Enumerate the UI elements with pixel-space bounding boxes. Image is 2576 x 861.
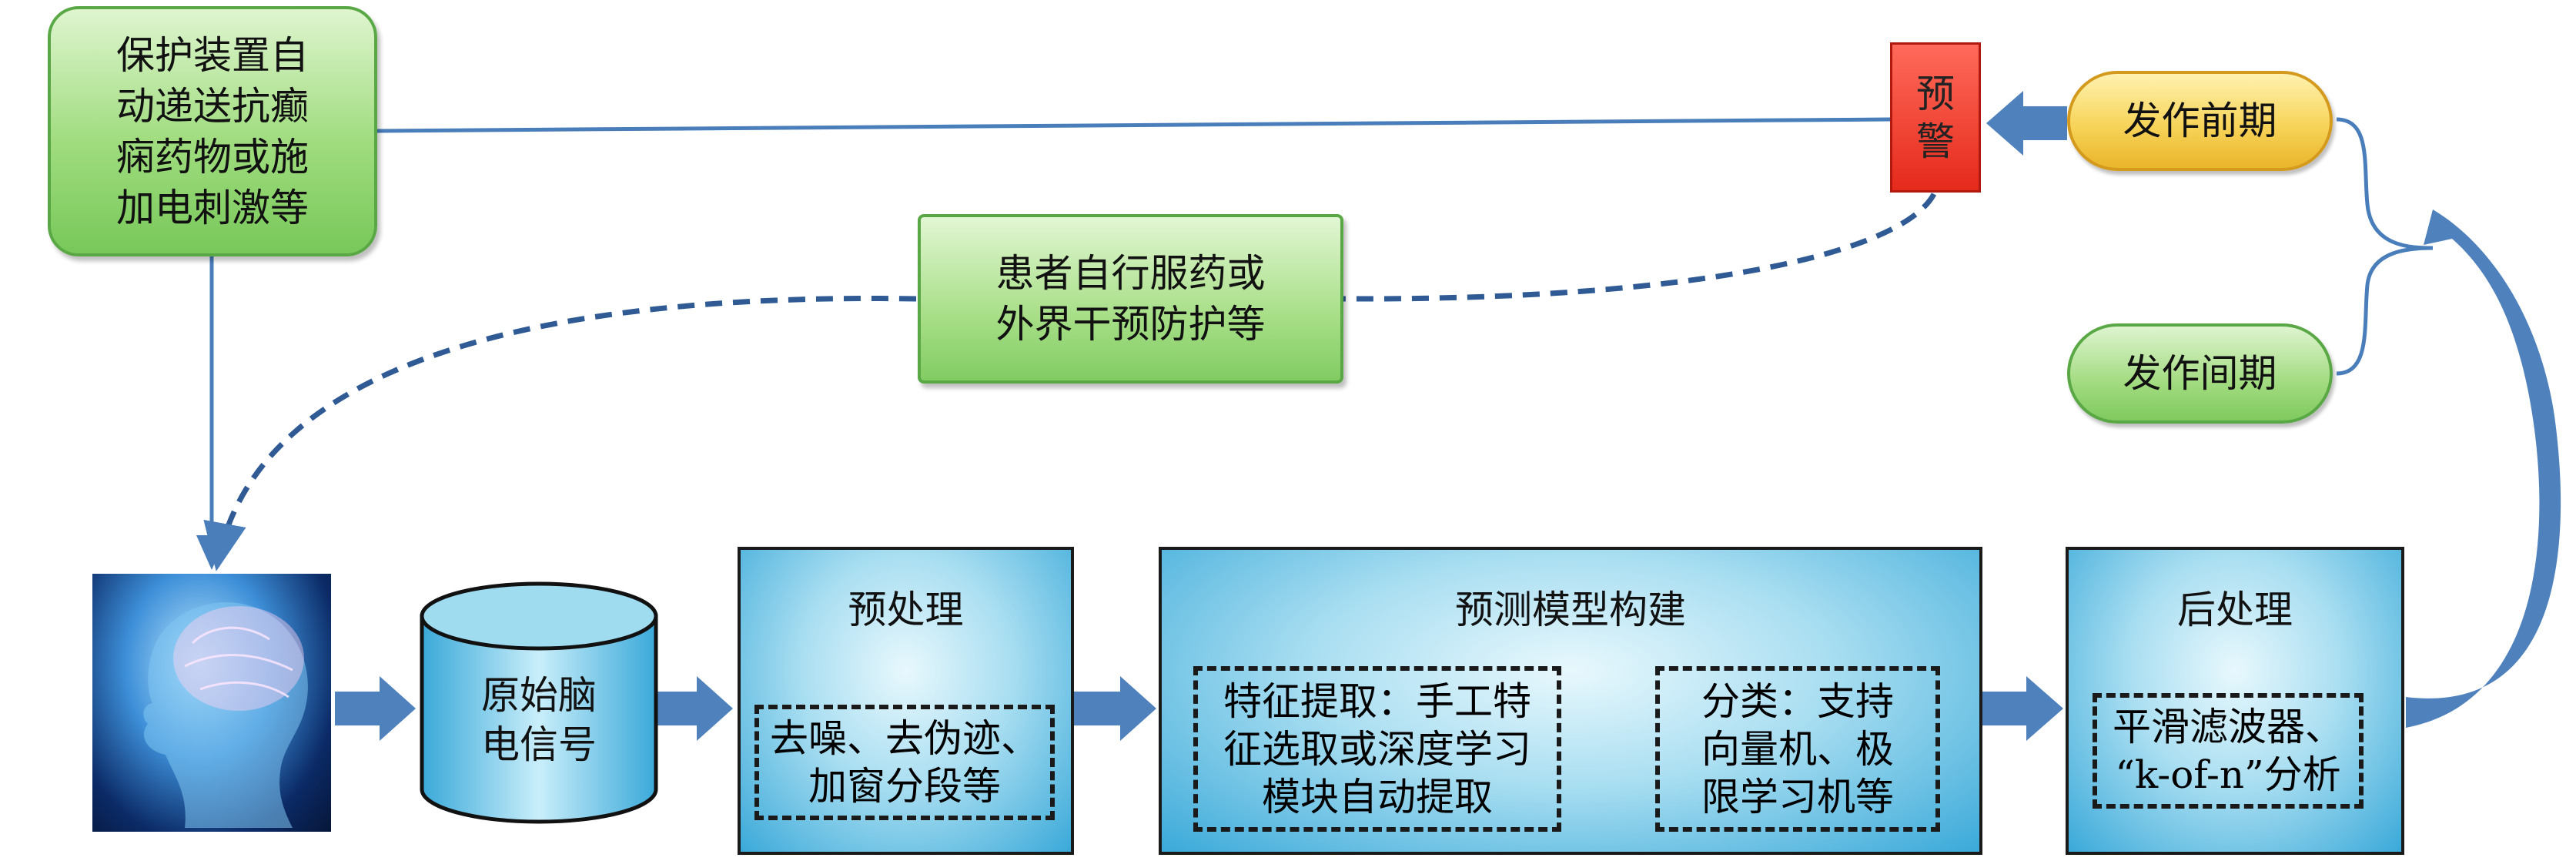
- postprocess-detail-box: 平滑滤波器、 “k-of-n”分析: [2093, 693, 2364, 809]
- pre-ictal-pill: 发作前期: [2067, 71, 2333, 171]
- model-build-box: 预测模型构建: [1159, 547, 1982, 855]
- selfmed-to-head-dashed: [203, 296, 917, 571]
- cylinder-database-icon: [420, 581, 658, 824]
- preprocess-title: 预处理: [848, 588, 964, 632]
- preprocess-detail-box: 去噪、去伪迹、 加窗分段等: [754, 705, 1055, 820]
- feature-extract-text: 特征提取：手工特 征选取或深度学习 模块自动提取: [1223, 678, 1531, 819]
- raw-eeg-text: 原始脑 电信号: [481, 673, 597, 767]
- classifier-box: 分类：支持 向量机、极 限学习机等: [1655, 666, 1940, 832]
- model-build-title: 预测模型构建: [1455, 588, 1686, 632]
- preprocess-box: 预处理: [738, 547, 1074, 855]
- warning-text: 预 警: [1916, 71, 1955, 164]
- self-medicate-text: 患者自行服药或 外界干预防护等: [995, 251, 1266, 347]
- arrow-head-to-raw: [335, 676, 416, 741]
- brain-head-icon: [92, 574, 331, 832]
- arrow-pre-to-warning: [1986, 91, 2067, 156]
- protect-device-box: 保护装置自 动递送抗癫 痫药物或施 加电刺激等: [48, 6, 377, 256]
- inter-ictal-pill: 发作间期: [2067, 323, 2333, 424]
- postprocess-title: 后处理: [2177, 588, 2293, 632]
- classifier-text: 分类：支持 向量机、极 限学习机等: [1701, 678, 1894, 819]
- preprocess-detail-text: 去噪、去伪迹、 加窗分段等: [770, 716, 1039, 809]
- phase-bracket: [2336, 117, 2434, 376]
- feature-extract-box: 特征提取：手工特 征选取或深度学习 模块自动提取: [1193, 666, 1561, 832]
- postprocess-box: 后处理: [2066, 547, 2404, 855]
- feedback-curve-arrow: [2406, 209, 2561, 728]
- warning-to-selfmed-dashed: [1343, 193, 1937, 302]
- postprocess-detail-text: 平滑滤波器、 “k-of-n”分析: [2113, 705, 2343, 797]
- inter-ictal-text: 发作间期: [2123, 351, 2277, 396]
- pre-ictal-text: 发作前期: [2123, 99, 2277, 143]
- arrow-model-to-post: [1982, 676, 2063, 741]
- raw-eeg-label: 原始脑 电信号: [422, 662, 656, 778]
- warning-to-protect-line: [376, 117, 1891, 133]
- arrow-raw-to-pre: [654, 676, 733, 741]
- self-medicate-box: 患者自行服药或 外界干预防护等: [918, 214, 1343, 384]
- protect-device-text: 保护装置自 动递送抗癫 痫药物或施 加电刺激等: [116, 32, 309, 230]
- arrow-pre-to-model: [1074, 676, 1156, 741]
- warning-box: 预 警: [1890, 42, 1981, 193]
